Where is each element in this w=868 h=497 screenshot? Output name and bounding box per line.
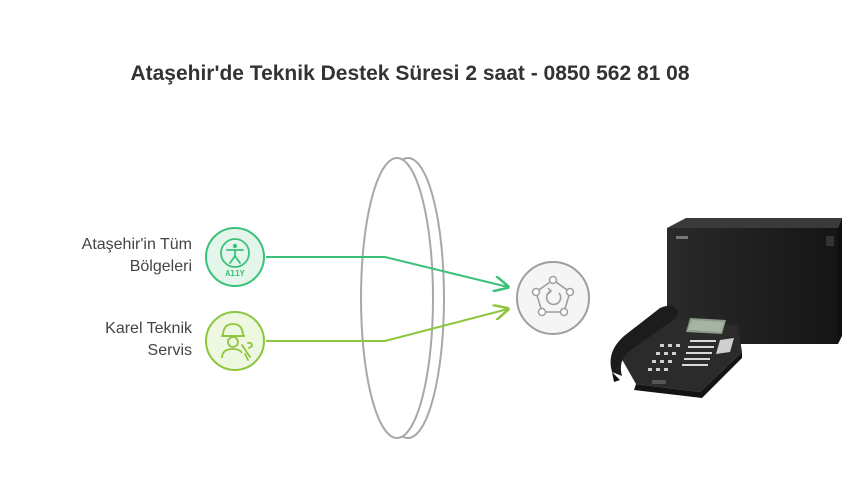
connector-line-2 <box>266 309 508 342</box>
accessibility-a11y-icon: A11Y <box>205 227 265 287</box>
desk-phone-image <box>610 305 742 398</box>
input-label-1-line1: Ataşehir'in Tüm <box>81 236 192 253</box>
input-label-1: Ataşehir'in Tüm Bölgeleri <box>82 234 192 278</box>
technician-wrench-icon <box>205 311 265 371</box>
input-label-1-line2: Bölgeleri <box>129 258 192 275</box>
input-label-2-line1: Karel Teknik <box>105 320 192 337</box>
cycle-pentagon-icon <box>516 261 590 335</box>
input-label-2: Karel Teknik Servis <box>105 318 192 362</box>
lens-shape <box>360 157 445 439</box>
pbx-cabinet-image <box>667 218 842 344</box>
page-title: Ataşehir'de Teknik Destek Süresi 2 saat … <box>130 62 690 85</box>
svg-text:A11Y: A11Y <box>225 269 244 278</box>
connector-line-1 <box>266 256 508 287</box>
input-label-2-line2: Servis <box>147 342 192 359</box>
